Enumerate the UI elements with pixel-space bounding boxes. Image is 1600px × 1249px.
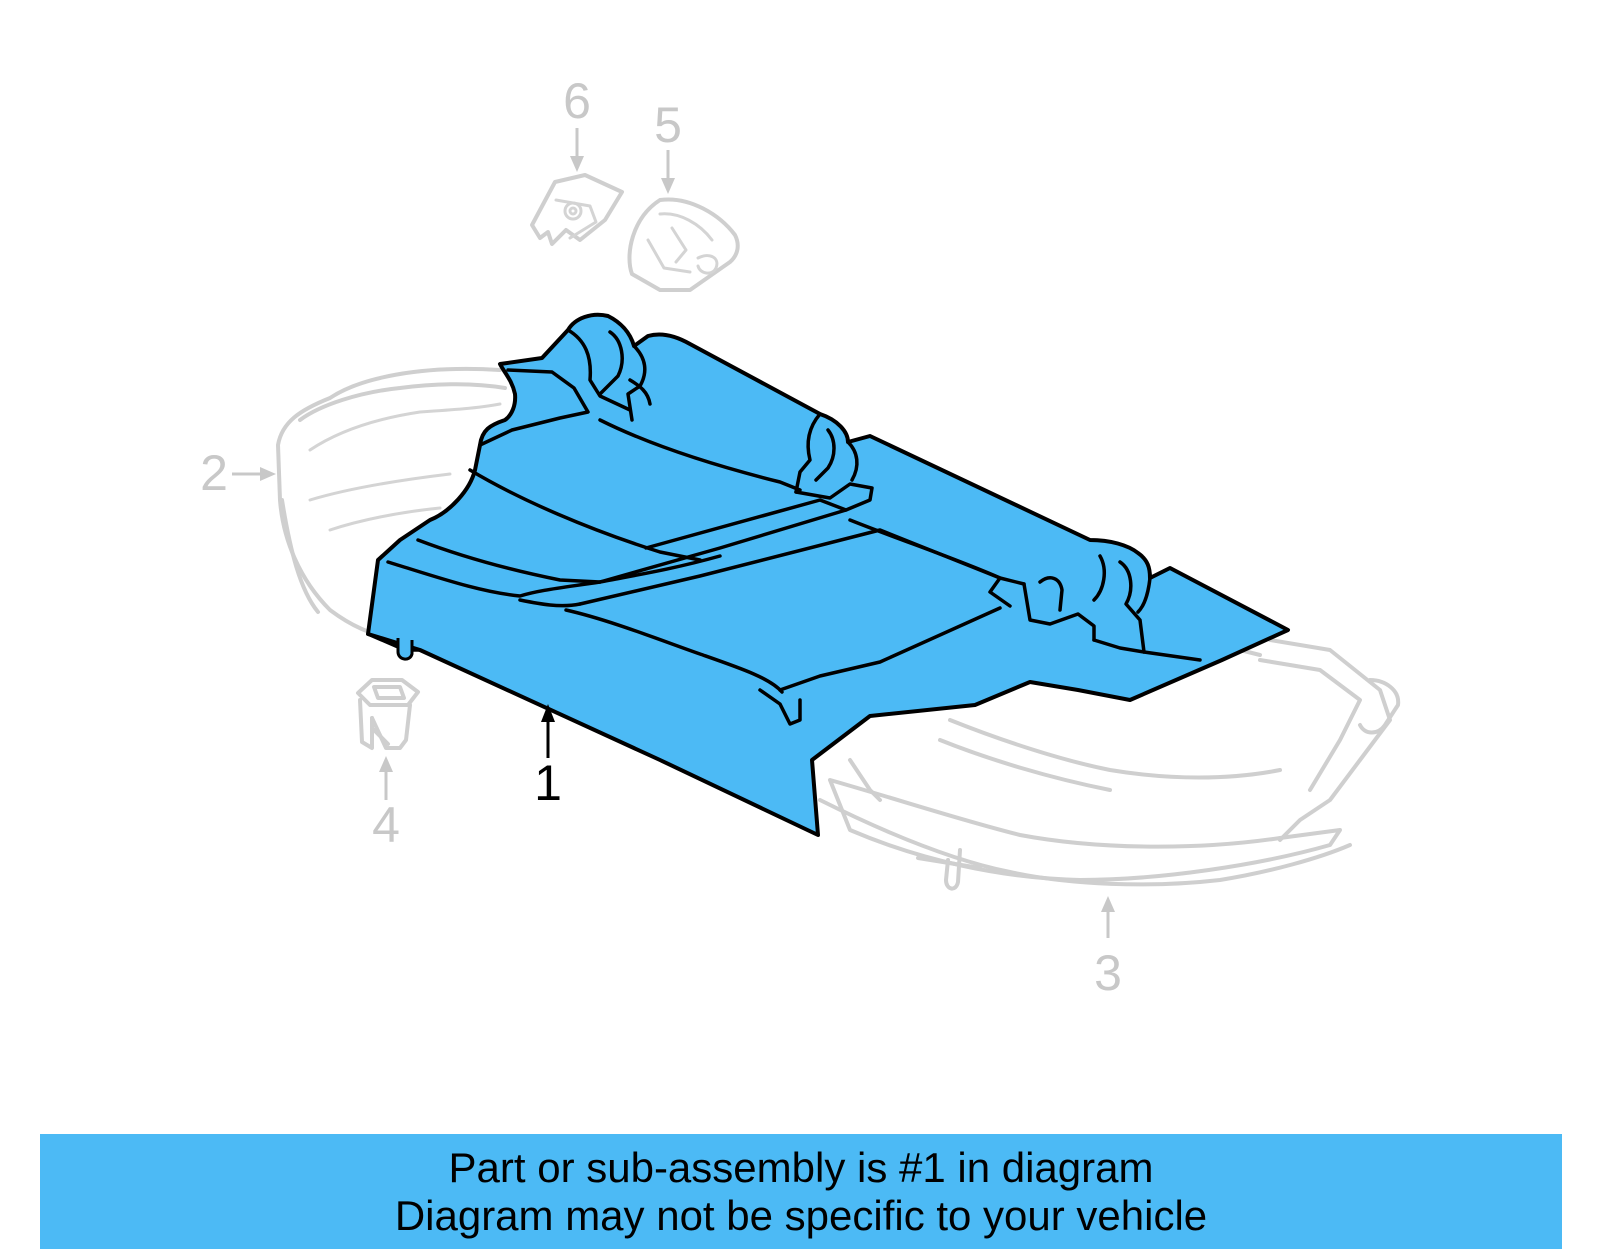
part-2-cushion-outline <box>276 366 507 642</box>
part-3-wire-frame <box>818 638 1401 891</box>
part-4-clip <box>356 678 420 750</box>
callout-3[interactable]: 3 <box>1094 945 1122 1001</box>
info-banner: Part or sub-assembly is #1 in diagram Di… <box>40 1134 1562 1249</box>
banner-line-2: Diagram may not be specific to your vehi… <box>394 1191 1208 1239</box>
part-6-bracket <box>530 173 624 246</box>
callout-5[interactable]: 5 <box>654 97 682 153</box>
callout-1[interactable]: 1 <box>534 755 562 811</box>
part-5-cover <box>627 197 740 292</box>
callout-6[interactable]: 6 <box>563 73 591 129</box>
banner-line-1: Part or sub-assembly is #1 in diagram <box>448 1143 1154 1191</box>
part-1-cushion-cover[interactable] <box>366 312 1290 837</box>
parts-diagram: 1 2 3 4 5 6 <box>200 73 1401 1001</box>
leader-arrows <box>232 128 1115 938</box>
cover-fastener <box>396 638 414 661</box>
callout-2[interactable]: 2 <box>200 445 228 501</box>
callout-4[interactable]: 4 <box>372 797 400 853</box>
